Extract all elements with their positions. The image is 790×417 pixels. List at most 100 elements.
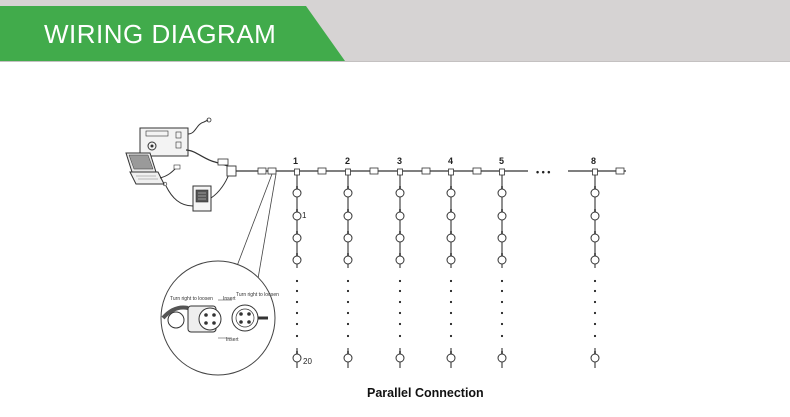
strand-continuation-dot <box>398 311 402 315</box>
led-node <box>395 188 405 198</box>
callout-top-label: Insert <box>223 296 236 302</box>
strand-continuation-dot <box>593 334 597 338</box>
led-node <box>292 233 302 243</box>
strand-continuation-dot <box>593 289 597 293</box>
trunk-connector <box>421 167 431 175</box>
led-node <box>497 353 507 363</box>
strand-continuation-dot <box>593 279 597 283</box>
led-node <box>395 233 405 243</box>
strand-continuation-dot <box>500 334 504 338</box>
strand-continuation-dot <box>449 334 453 338</box>
led-node <box>446 233 456 243</box>
led-node <box>590 353 600 363</box>
callout-bottom-label: Insert <box>226 337 239 343</box>
strand-continuation-dot <box>295 289 299 293</box>
strand-6 <box>590 168 600 368</box>
node-label-first: 1 <box>302 211 307 220</box>
strand-continuation-dot <box>449 300 453 304</box>
led-node <box>343 211 353 221</box>
strand-continuation-dot <box>449 322 453 326</box>
header-divider <box>0 61 790 62</box>
led-node <box>446 353 456 363</box>
strand-3 <box>395 168 405 368</box>
led-node <box>292 211 302 221</box>
page-title: WIRING DIAGRAM <box>44 19 277 49</box>
strand-ellipsis: • • • <box>536 167 550 177</box>
strand-label-8: 8 <box>591 156 596 166</box>
callout-right-label: Turn right to loosen <box>236 292 279 298</box>
led-node <box>446 211 456 221</box>
led-node <box>292 188 302 198</box>
led-node <box>395 255 405 265</box>
strand-continuation-dot <box>449 289 453 293</box>
trunk-connector <box>369 167 379 175</box>
connector-magnifier-icon: Turn right to loosen Turn right to loose… <box>160 173 279 376</box>
led-node <box>343 255 353 265</box>
diagram-caption: Parallel Connection <box>367 386 484 400</box>
led-node <box>590 255 600 265</box>
trunk-connector <box>267 167 277 175</box>
led-node <box>497 211 507 221</box>
callout-left-label: Turn right to loosen <box>170 296 213 302</box>
strand-continuation-dot <box>295 279 299 283</box>
strand-label-5: 5 <box>499 156 504 166</box>
strand-continuation-dot <box>500 279 504 283</box>
led-node <box>292 353 302 363</box>
strand-label-1: 1 <box>293 156 298 166</box>
strand-1 <box>292 168 302 368</box>
laptop-icon <box>125 152 181 185</box>
led-node <box>343 353 353 363</box>
strand-continuation-dot <box>295 334 299 338</box>
strand-continuation-dot <box>295 311 299 315</box>
strand-5 <box>497 168 507 368</box>
power-supply-icon <box>162 173 230 212</box>
strand-label-4: 4 <box>448 156 453 166</box>
led-node <box>395 353 405 363</box>
strand-continuation-dot <box>398 289 402 293</box>
trunk-connector <box>257 167 267 175</box>
strand-continuation-dot <box>500 311 504 315</box>
trunk-connector <box>472 167 482 175</box>
led-node <box>590 233 600 243</box>
led-node <box>446 255 456 265</box>
led-node <box>395 211 405 221</box>
led-node <box>343 233 353 243</box>
strand-continuation-dot <box>346 289 350 293</box>
strand-2 <box>343 168 353 368</box>
led-node <box>590 188 600 198</box>
strand-continuation-dot <box>398 279 402 283</box>
strand-label-2: 2 <box>345 156 350 166</box>
strand-label-3: 3 <box>397 156 402 166</box>
strand-continuation-dot <box>449 311 453 315</box>
trunk-connector <box>317 167 327 175</box>
strand-continuation-dot <box>593 322 597 326</box>
strand-continuation-dot <box>398 334 402 338</box>
led-node <box>497 233 507 243</box>
strand-continuation-dot <box>346 334 350 338</box>
strand-continuation-dot <box>500 300 504 304</box>
strand-continuation-dot <box>346 311 350 315</box>
led-node <box>446 188 456 198</box>
led-node <box>292 255 302 265</box>
strand-continuation-dot <box>346 322 350 326</box>
trunk-connectors <box>257 167 625 175</box>
strand-continuation-dot <box>398 322 402 326</box>
strand-continuation-dot <box>593 311 597 315</box>
led-node <box>343 188 353 198</box>
led-node <box>497 188 507 198</box>
led-node <box>590 211 600 221</box>
strands <box>292 168 600 368</box>
header-tab <box>0 6 345 61</box>
strand-continuation-dot <box>398 300 402 304</box>
led-node <box>497 255 507 265</box>
header-band: WIRING DIAGRAM <box>0 0 790 62</box>
controller-box-icon <box>139 117 212 157</box>
trunk-connector <box>615 167 625 175</box>
strand-continuation-dot <box>449 279 453 283</box>
strand-continuation-dot <box>500 322 504 326</box>
strand-continuation-dot <box>593 300 597 304</box>
node-label-last: 20 <box>303 357 312 366</box>
strand-4 <box>446 168 456 368</box>
wiring-diagram: 1 2 3 4 5 8 • • • 1 20 Turn right to loo… <box>125 117 626 400</box>
strand-continuation-dot <box>346 279 350 283</box>
